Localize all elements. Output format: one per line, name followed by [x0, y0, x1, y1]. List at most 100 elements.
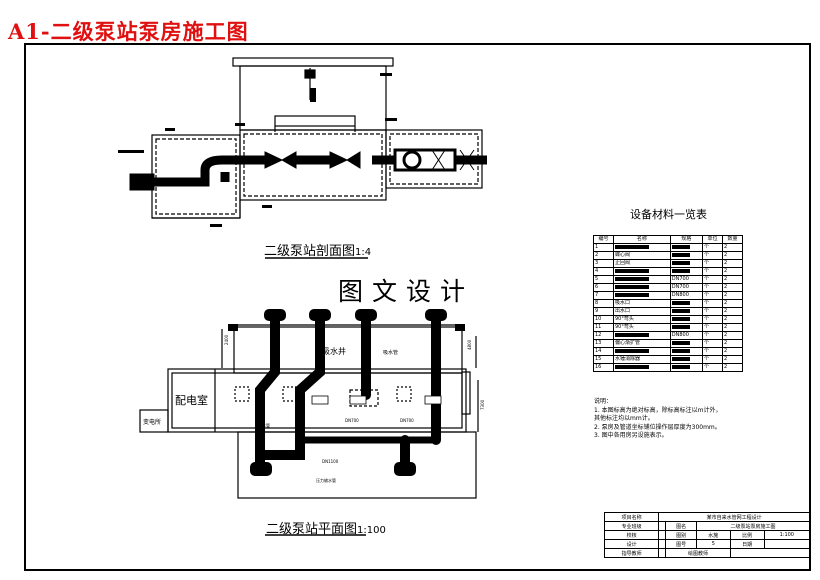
section-view-caption: 二级泵站剖面图1:4 — [264, 240, 371, 259]
equipment-cell-unit: 个 — [702, 243, 723, 252]
number-label: 图号 — [665, 539, 697, 549]
dim-side-label: 7300 — [480, 399, 485, 410]
plan-pipe-1 — [255, 313, 280, 445]
equipment-cell-spec — [669, 347, 704, 356]
equipment-cell-no: 6 — [593, 283, 614, 292]
redacted-mark — [614, 244, 649, 249]
equipment-cell-spec: DN700 — [669, 283, 704, 292]
level-mark — [118, 150, 144, 153]
equipment-cell-spec — [669, 243, 704, 252]
equipment-cell-no: 14 — [593, 347, 614, 356]
header-qty: 数量 — [721, 235, 744, 244]
equipment-cell-qty: 2 — [721, 339, 744, 348]
header-no: 编号 — [593, 235, 614, 244]
equipment-cell-no: 1 — [593, 243, 614, 252]
equipment-cell-no: 8 — [593, 299, 614, 308]
small-room-plan — [139, 409, 169, 433]
redacted-mark — [614, 348, 649, 353]
redacted-mark — [614, 292, 649, 297]
equipment-cell-qty: 2 — [721, 275, 744, 284]
note-line: 2. 泵房及管道坐标铺位操作层厚度为300mm。 — [594, 423, 721, 431]
equipment-cell-spec — [669, 339, 704, 348]
equipment-cell-qty: 2 — [721, 307, 744, 316]
instructor-label: 指导教师 — [603, 548, 660, 558]
redacted-mark — [671, 324, 690, 329]
redacted-mark — [671, 364, 690, 369]
equipment-cell-unit: 个 — [702, 363, 723, 372]
notes-heading: 说明： — [594, 398, 613, 405]
equipment-cell-spec — [669, 251, 704, 260]
equipment-cell-unit: 个 — [702, 291, 723, 300]
number-value: 5 — [695, 539, 731, 549]
dim-left-label: 2400 — [224, 334, 229, 345]
dn-a-label: DN700 — [345, 418, 359, 423]
watermark: 图文设计 — [338, 277, 475, 306]
equipment-cell-name: 止回阀 — [612, 259, 671, 268]
equipment-cell-spec — [669, 323, 704, 332]
equipment-cell-spec — [669, 307, 704, 316]
equipment-cell-qty: 2 — [721, 331, 744, 340]
equipment-cell-unit: 个 — [702, 331, 723, 340]
suction-pipe-label: 吸水管 — [383, 349, 398, 356]
header-unit: 单位 — [702, 235, 723, 244]
equipment-cell-spec — [669, 355, 704, 364]
redacted-mark — [671, 356, 690, 361]
equipment-cell-no: 10 — [593, 315, 614, 324]
redacted-mark — [671, 244, 690, 249]
equipment-cell-unit: 个 — [702, 275, 723, 284]
equipment-cell-name — [612, 267, 671, 276]
inlet-head — [129, 173, 155, 191]
equipment-cell-qty: 2 — [721, 315, 744, 324]
drawing-label: 图名 — [665, 521, 697, 531]
header-spec: 规格 — [669, 235, 704, 244]
equipment-cell-no: 4 — [593, 267, 614, 276]
main-pipe-label: 压力输水管 — [316, 477, 336, 483]
scale-label: 比例 — [729, 530, 765, 540]
dim-right-label: 4800 — [467, 339, 472, 350]
equipment-cell-unit: 个 — [702, 299, 723, 308]
suction-pipe-section — [140, 155, 265, 187]
equipment-cell-no: 15 — [593, 355, 614, 364]
equipment-cell-no: 13 — [593, 339, 614, 348]
redacted-mark — [671, 300, 690, 305]
dn-c-label: DN1100 — [322, 459, 339, 464]
equipment-cell-unit: 个 — [702, 315, 723, 324]
equipment-cell-spec: DN800 — [669, 291, 704, 300]
equipment-cell-qty: 2 — [721, 323, 744, 332]
date-label: 日期 — [729, 539, 765, 549]
substation-label: 配电室 — [175, 393, 208, 407]
equipment-cell-unit: 个 — [702, 267, 723, 276]
sheet-title: A1-二级泵站泵房施工图 — [8, 19, 249, 44]
outlet-room-plan — [237, 431, 477, 499]
scale-value: 1:100 — [763, 530, 811, 540]
note-line: 其他标注均以mm计。 — [594, 415, 654, 423]
redacted-mark — [614, 332, 649, 337]
plan-pipe-2 — [295, 313, 325, 445]
plan-view-caption: 二级泵站平面图1:100 — [266, 518, 386, 537]
equipment-cell-no: 12 — [593, 331, 614, 340]
note-line: 1. 本图标高为绝对标高，除标高标注以m计外， — [594, 406, 722, 414]
designer-label: 设计 — [603, 539, 660, 549]
equipment-cell-no: 9 — [593, 307, 614, 316]
equipment-cell-qty: 2 — [721, 291, 744, 300]
equipment-cell-unit: 个 — [702, 355, 723, 364]
drawing-name: 二级泵站泵房施工图 — [695, 521, 811, 531]
equipment-cell-name — [612, 291, 671, 300]
dn-b-label: DN700 — [400, 418, 414, 423]
